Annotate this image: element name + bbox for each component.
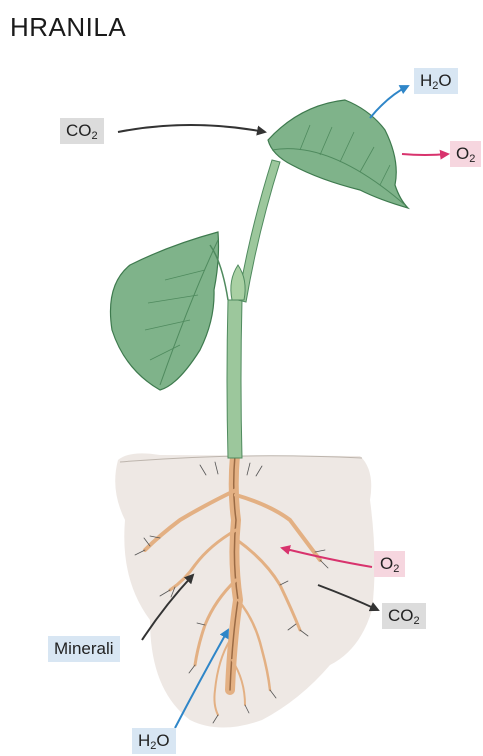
- o2-soil-label: O2: [374, 551, 405, 577]
- h2o-root-label: H2O: [132, 728, 176, 754]
- upper-leaf: [268, 100, 408, 208]
- minerali-label: Minerali: [48, 636, 120, 662]
- bud: [231, 265, 245, 300]
- o2-leaf-label: O2: [450, 141, 481, 167]
- co2-air-label: CO2: [60, 118, 104, 144]
- co2-to-leaf-arrow: [118, 125, 265, 132]
- lower-leaf: [110, 232, 228, 390]
- stem: [227, 300, 242, 458]
- o2-from-leaf-arrow: [402, 154, 448, 155]
- co2-soil-label: CO2: [382, 603, 426, 629]
- soil-region: [115, 453, 374, 727]
- h2o-transpiration-arrow: [370, 86, 408, 118]
- h2o-leaf-label: H2O: [414, 68, 458, 94]
- page-title: HRANILA: [10, 12, 126, 43]
